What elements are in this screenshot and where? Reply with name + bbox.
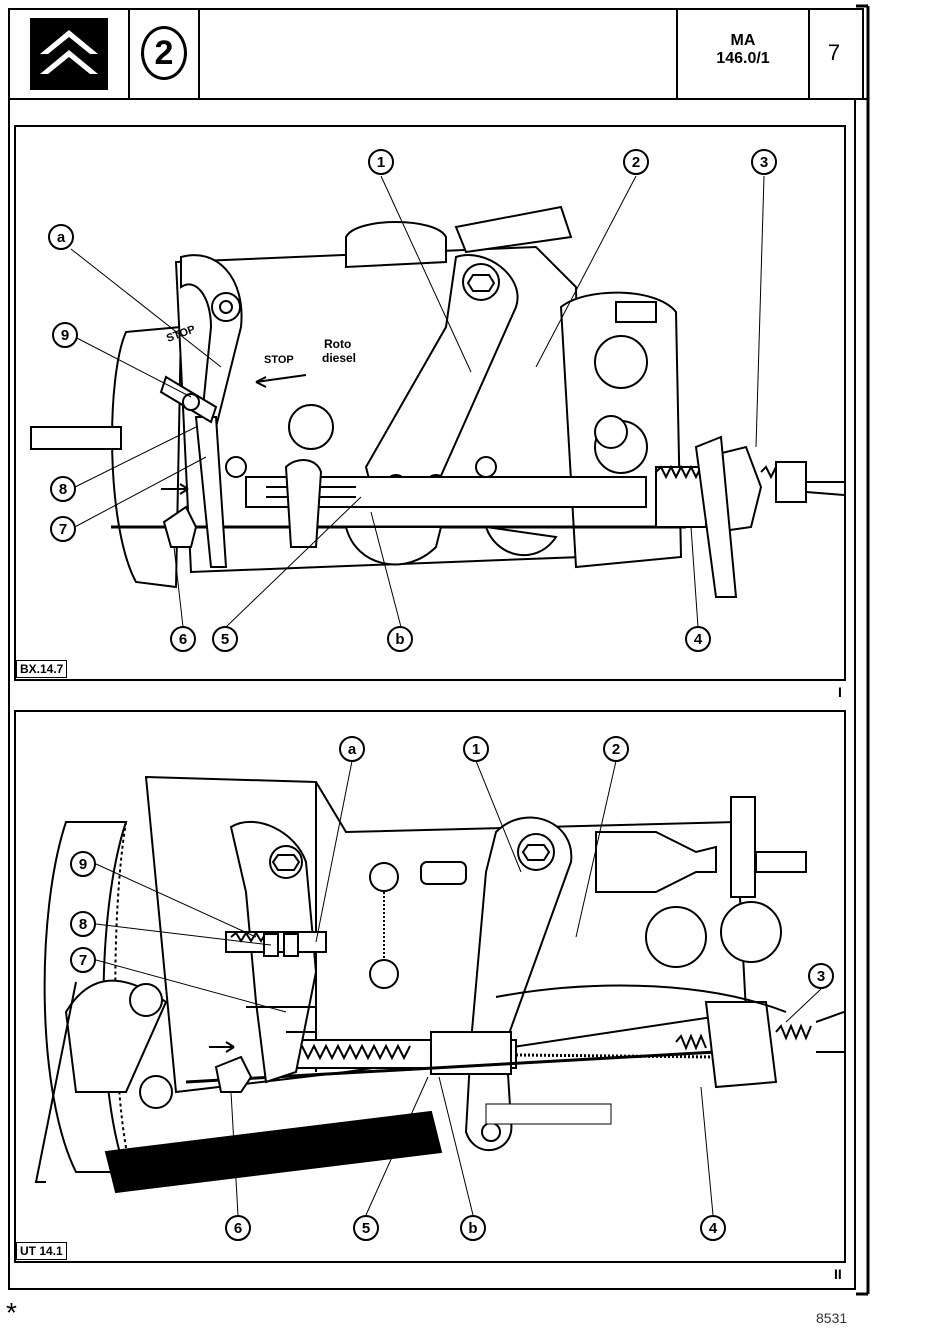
page-number: 7	[827, 40, 841, 65]
figure-bottom-roman: II	[834, 1266, 842, 1282]
figure-bottom-panel: a 1 2 9 8 7 3 6 5 b 4 UT 14.1	[14, 710, 846, 1263]
callout-7: 7	[70, 947, 96, 973]
section-cell: 2	[130, 10, 200, 98]
callout-b: b	[387, 626, 413, 652]
callout-1: 1	[463, 736, 489, 762]
callout-2: 2	[603, 736, 629, 762]
figures-frame	[8, 100, 856, 1290]
brand-text-roto: Roto	[324, 337, 351, 351]
footer-code: 8531	[816, 1310, 848, 1326]
reference-line1: MA	[730, 32, 756, 49]
footer-asterisk: *	[6, 1297, 17, 1328]
callout-a: a	[48, 224, 74, 250]
callout-3: 3	[808, 963, 834, 989]
callout-2: 2	[623, 149, 649, 175]
callout-5: 5	[212, 626, 238, 652]
title-cell	[200, 10, 678, 98]
figure-top-panel: STOP STOP Roto diesel 1 2 3 a 9 8 7 6 5 …	[14, 125, 846, 681]
callout-6: 6	[225, 1215, 251, 1241]
injection-pump-drawing-top: STOP STOP Roto diesel	[30, 175, 844, 628]
callout-1: 1	[368, 149, 394, 175]
callout-9: 9	[70, 851, 96, 877]
injection-pump-drawing-bottom	[34, 760, 844, 1216]
page-header: 2 MA 146.0/1 7	[8, 8, 864, 100]
callout-7: 7	[50, 516, 76, 542]
stop-text-body: STOP	[264, 354, 294, 366]
figure-top-label: BX.14.7	[16, 660, 68, 678]
reference-line2: 146.0/1	[716, 50, 770, 67]
brand-text-diesel: diesel	[322, 351, 356, 365]
callout-8: 8	[70, 911, 96, 937]
page-number-cell: 7	[810, 10, 862, 98]
figure-bottom-label: UT 14.1	[16, 1242, 67, 1260]
callout-8: 8	[50, 476, 76, 502]
callout-6: 6	[170, 626, 196, 652]
binding-bracket	[856, 4, 870, 1296]
callout-b: b	[460, 1215, 486, 1241]
citroen-logo	[30, 18, 108, 90]
callout-3: 3	[751, 149, 777, 175]
section-number: 2	[141, 26, 187, 80]
callout-a: a	[339, 736, 365, 762]
logo-cell	[10, 10, 130, 98]
reference-cell: MA 146.0/1	[678, 10, 810, 98]
callout-9: 9	[52, 322, 78, 348]
figure-top-roman: I	[838, 684, 842, 700]
callout-4: 4	[700, 1215, 726, 1241]
callout-4: 4	[685, 626, 711, 652]
callout-5: 5	[353, 1215, 379, 1241]
